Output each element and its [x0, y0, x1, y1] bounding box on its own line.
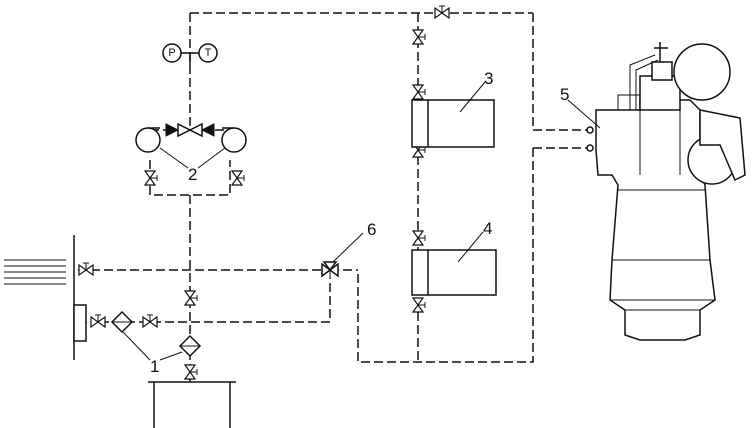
valve-icon[interactable]: [184, 364, 198, 380]
pumps: [135, 127, 247, 153]
valve-icon[interactable]: [184, 290, 198, 306]
valve-icon[interactable]: [412, 297, 426, 313]
cooler-3: [411, 99, 495, 148]
valve-icon[interactable]: [78, 262, 94, 276]
valve-icon[interactable]: [90, 314, 106, 328]
labels: 2 1 3 4 5 6: [150, 69, 569, 376]
pipe-network: [78, 12, 590, 382]
label-valve-6: 6: [367, 220, 376, 239]
label-cooler-3: 3: [484, 69, 493, 88]
sea-chest: [4, 235, 87, 360]
label-pumps: 2: [188, 165, 197, 184]
valve-icon[interactable]: [412, 84, 426, 100]
valves: [78, 5, 450, 380]
cooler-4: [411, 249, 497, 296]
drain-tank: [148, 381, 236, 428]
temperature-gauge-label: T: [205, 47, 212, 59]
leader-lines: [122, 81, 601, 361]
valve-icon[interactable]: [142, 314, 158, 328]
pressure-gauge: [162, 43, 182, 63]
valve-icon[interactable]: [412, 29, 426, 45]
valve-icon[interactable]: [412, 230, 426, 246]
valve-icon[interactable]: [434, 5, 450, 19]
pump-icon: [221, 127, 247, 153]
valve-icon[interactable]: [231, 170, 245, 186]
three-way-valve[interactable]: [321, 261, 339, 278]
engine: [586, 42, 746, 341]
label-engine: 5: [560, 85, 569, 104]
gauges: P T: [162, 43, 218, 65]
valve-icon[interactable]: [144, 170, 158, 186]
pump-icon: [135, 127, 161, 153]
temperature-gauge: [198, 43, 218, 63]
pressure-gauge-label: P: [168, 47, 175, 59]
label-filter: 1: [150, 357, 159, 376]
filters: [110, 310, 202, 358]
label-cooler-4: 4: [483, 219, 492, 238]
